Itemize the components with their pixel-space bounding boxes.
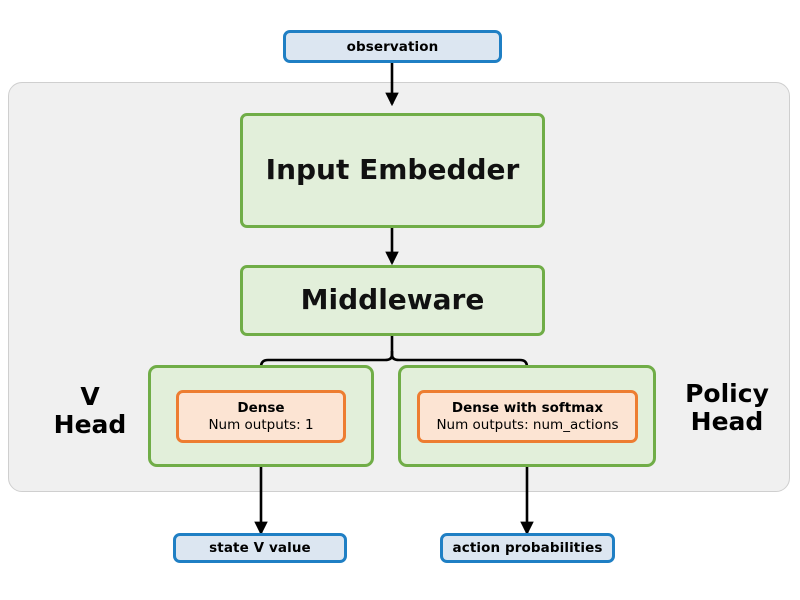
node-middleware-label: Middleware	[300, 283, 485, 317]
node-state-v-value[interactable]: state V value	[173, 533, 347, 563]
node-input-embedder-label: Input Embedder	[265, 153, 520, 187]
node-middleware[interactable]: Middleware	[240, 265, 545, 336]
node-policy-head-dense[interactable]: Dense with softmax Num outputs: num_acti…	[417, 390, 638, 443]
node-action-probabilities[interactable]: action probabilities	[440, 533, 615, 563]
node-observation[interactable]: observation	[283, 30, 502, 63]
node-policy-head-dense-title: Dense with softmax	[451, 399, 604, 416]
node-input-embedder[interactable]: Input Embedder	[240, 113, 545, 228]
node-v-head-dense[interactable]: Dense Num outputs: 1	[176, 390, 346, 443]
label-v-head: V Head	[53, 382, 127, 439]
node-action-probabilities-label: action probabilities	[452, 540, 603, 556]
node-policy-head-dense-subtitle: Num outputs: num_actions	[436, 416, 619, 433]
label-policy-head: Policy Head	[685, 379, 769, 436]
node-observation-label: observation	[346, 38, 439, 55]
node-v-head-dense-title: Dense	[237, 399, 285, 416]
node-v-head-dense-subtitle: Num outputs: 1	[208, 416, 314, 433]
node-state-v-value-label: state V value	[209, 540, 311, 556]
